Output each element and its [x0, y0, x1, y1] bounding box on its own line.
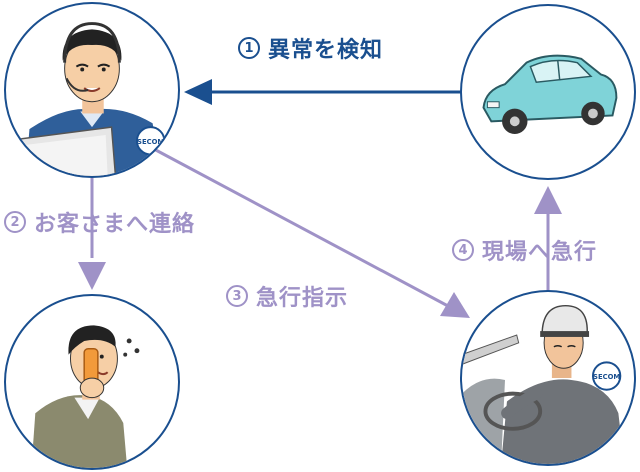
guard-circle: SECOM	[460, 290, 636, 466]
guard-badge-icon	[591, 361, 622, 391]
step-2-number: 2	[4, 211, 26, 233]
car-circle	[460, 4, 636, 180]
car-illustration	[482, 54, 618, 135]
customer-illustration	[31, 325, 140, 468]
arrow-rush	[534, 186, 562, 292]
step-3-label: 3 急行指示	[226, 280, 348, 312]
arrow-contact	[78, 178, 106, 290]
guard-illustration: SECOM	[462, 304, 625, 464]
arrow-dispatch	[151, 146, 470, 318]
step-1-label: 1 異常を検知	[238, 32, 383, 64]
operator-circle: SECOM	[4, 2, 180, 178]
step-2-label: 2 お客さまへ連絡	[4, 206, 195, 238]
steering-wheel-icon	[483, 391, 543, 431]
customer-circle	[4, 294, 180, 470]
step-2-text: お客さまへ連絡	[34, 212, 196, 237]
operator-badge-icon	[135, 126, 166, 156]
step-4-number: 4	[452, 239, 474, 261]
operator-illustration: SECOM	[6, 22, 166, 176]
operator-badge-text: SECOM	[137, 138, 164, 146]
guard-badge-text: SECOM	[593, 373, 620, 381]
step-3-number: 3	[226, 285, 248, 307]
step-1-text: 異常を検知	[268, 38, 384, 63]
step-4-text: 現場へ急行	[482, 240, 598, 265]
step-4-label: 4 現場へ急行	[452, 234, 597, 266]
step-1-number: 1	[238, 37, 260, 59]
step-3-text: 急行指示	[256, 286, 349, 311]
arrow-detect	[184, 79, 462, 105]
